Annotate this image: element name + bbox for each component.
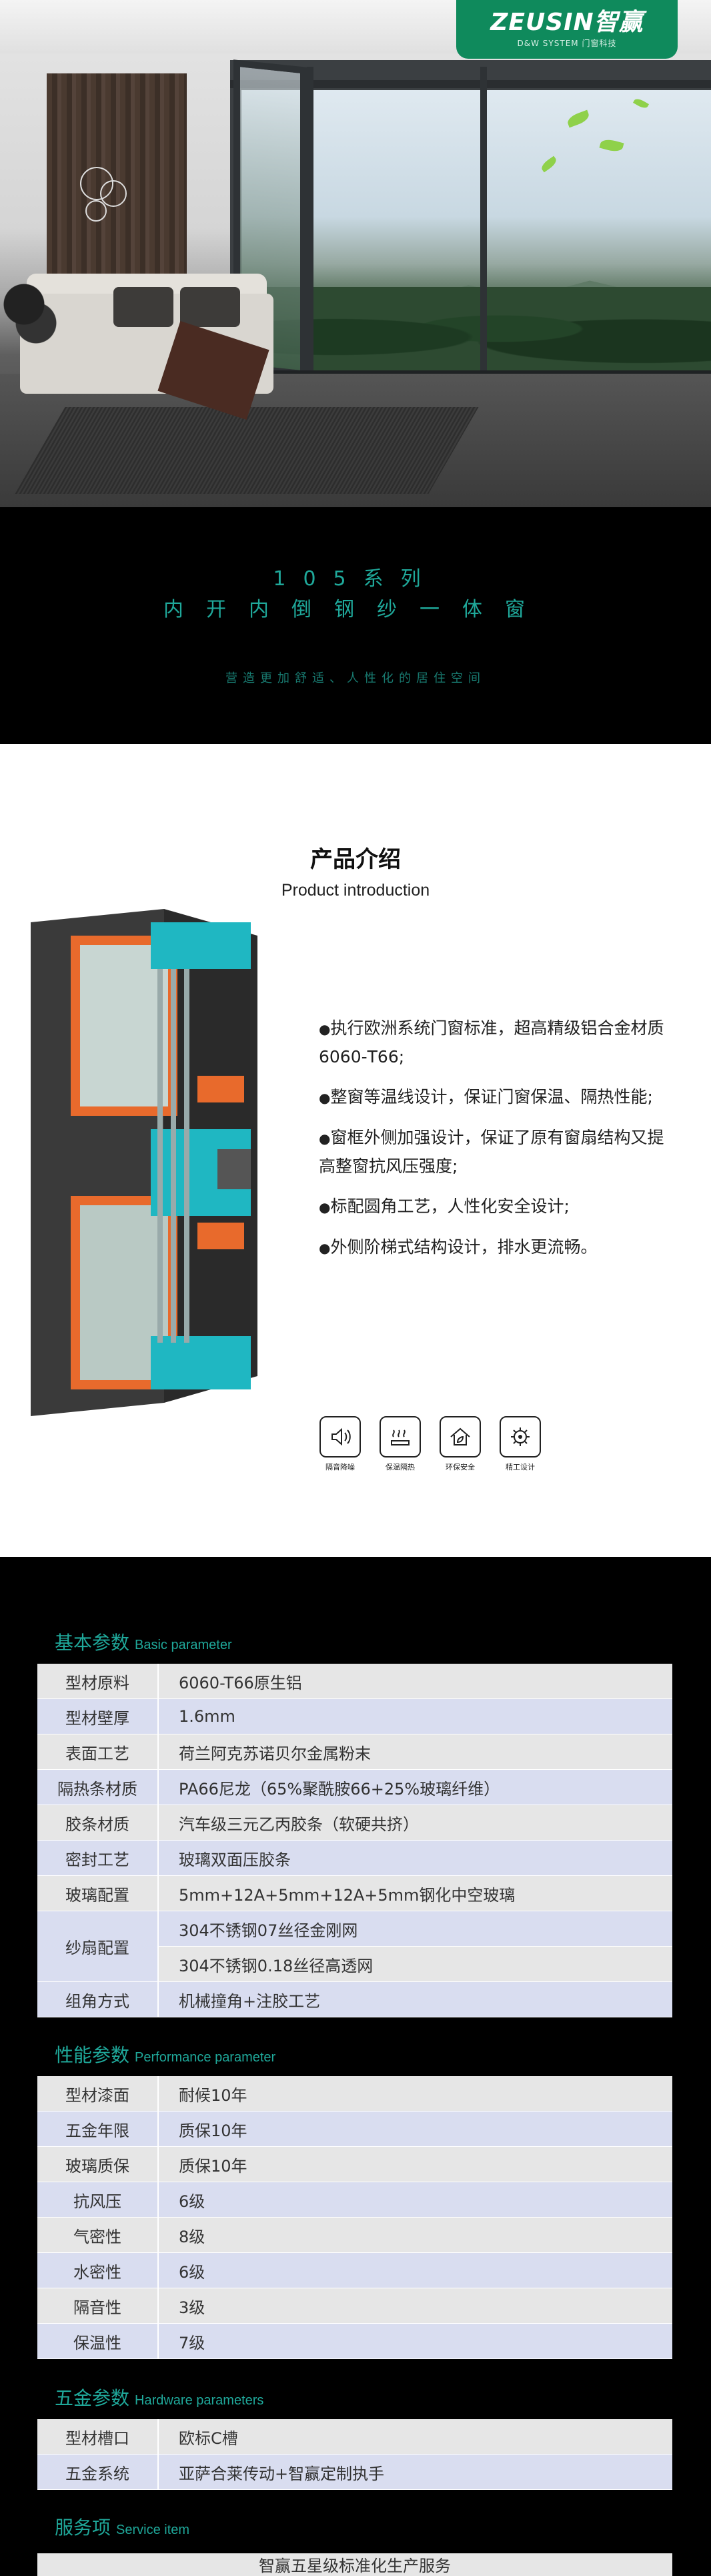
eco-safety-icon [440,1416,481,1458]
series-title: 105系列 [273,567,438,591]
title-band [0,507,711,744]
table-row: 型材漆面耐候10年 [37,2076,672,2112]
feature-item: ●窗框外侧加强设计，保证了原有窗扇结构又提高整窗抗风压强度; [319,1128,664,1176]
cushion [180,287,240,327]
feature-item: ●执行欧洲系统门窗标准，超高精级铝合金材质 6060-T66; [319,1018,664,1066]
precision-gear-icon [500,1416,541,1458]
brand-logo-subtitle: D&W SYSTEM 门窗科技 [517,38,617,48]
thermal-break [151,1336,251,1389]
feature-icon-label: 保温隔热 [386,1463,415,1472]
feature-icon-label: 隔音降噪 [325,1463,355,1472]
thermal-break [151,922,251,969]
table-row: 玻璃质保质保10年 [37,2146,672,2182]
hero-image: ZEUSIN智赢 D&W SYSTEM 门窗科技 [0,0,711,507]
brand-logo-text: ZEUSIN智赢 [490,8,644,36]
feature-item: ●外侧阶梯式结构设计，排水更流畅。 [319,1237,598,1257]
service-row: 智赢五星级标准化生产服务 [37,2553,672,2576]
window-mullion [307,67,313,374]
slogan: 营造更加舒适、人性化的居住空间 [225,671,486,685]
feature-item: ●整窗等温线设计，保证门窗保温、隔热性能; [319,1087,653,1106]
window-mullion [480,67,487,374]
table-row: 型材槽口欧标C槽 [37,2419,672,2455]
sound-insulation-icon [319,1416,361,1458]
table-row: 五金系统亚萨合莱传动+智赢定制执手 [37,2454,672,2490]
cushion [113,287,173,327]
feature-icon-item: 保温隔热 [376,1416,424,1472]
intro-subtitle: Product introduction [281,881,430,900]
pendant-lamp-icon [85,200,107,222]
trees-view [241,287,711,370]
table-row: 表面工艺荷兰阿克苏诺贝尔金属粉末 [37,1734,672,1770]
glass-edge [171,969,176,1343]
rug [15,407,479,494]
product-name: 内开内倒钢纱一体窗 [163,598,548,621]
table-row: 五金年限质保10年 [37,2111,672,2147]
glass-edge [184,969,189,1343]
gasket-strip [197,1223,244,1249]
glass-pane [80,945,168,1106]
table-row: 304不锈钢0.18丝径高透网 [37,1946,672,1982]
feature-item: ●标配圆角工艺，人性化安全设计; [319,1197,570,1216]
profile-chamber [217,1149,251,1189]
hardware-parameter-table: 型材槽口欧标C槽 五金系统亚萨合莱传动+智赢定制执手 [37,2419,672,2490]
table-row: 密封工艺玻璃双面压胶条 [37,1840,672,1876]
feature-icon-label: 环保安全 [446,1463,475,1472]
plant [0,267,60,360]
feature-icons: 隔音降噪 保温隔热 环保安全 精工设计 [316,1416,556,1476]
brand-logo: ZEUSIN智赢 D&W SYSTEM 门窗科技 [456,0,678,59]
glass-edge [157,969,163,1343]
gasket-strip [197,1076,244,1102]
feature-icon-item: 环保安全 [436,1416,484,1472]
feature-list: ●执行欧洲系统门窗标准，超高精级铝合金材质 6060-T66; ●整窗等温线设计… [319,1014,666,1274]
feature-icon-item: 精工设计 [496,1416,544,1472]
table-row: 组角方式机械撞角+注胶工艺 [37,1981,672,2017]
intro-title: 产品介绍 [310,846,401,873]
window-profile-cross-section [31,909,257,1416]
pendant-lamp-icon [100,180,127,207]
heat-insulation-icon [380,1416,421,1458]
window-transom [230,80,711,88]
feature-icon-item: 隔音降噪 [316,1416,364,1472]
feature-icon-label: 精工设计 [506,1463,535,1472]
table-row: 胶条材质汽车级三元乙丙胶条（软硬共挤） [37,1805,672,1841]
